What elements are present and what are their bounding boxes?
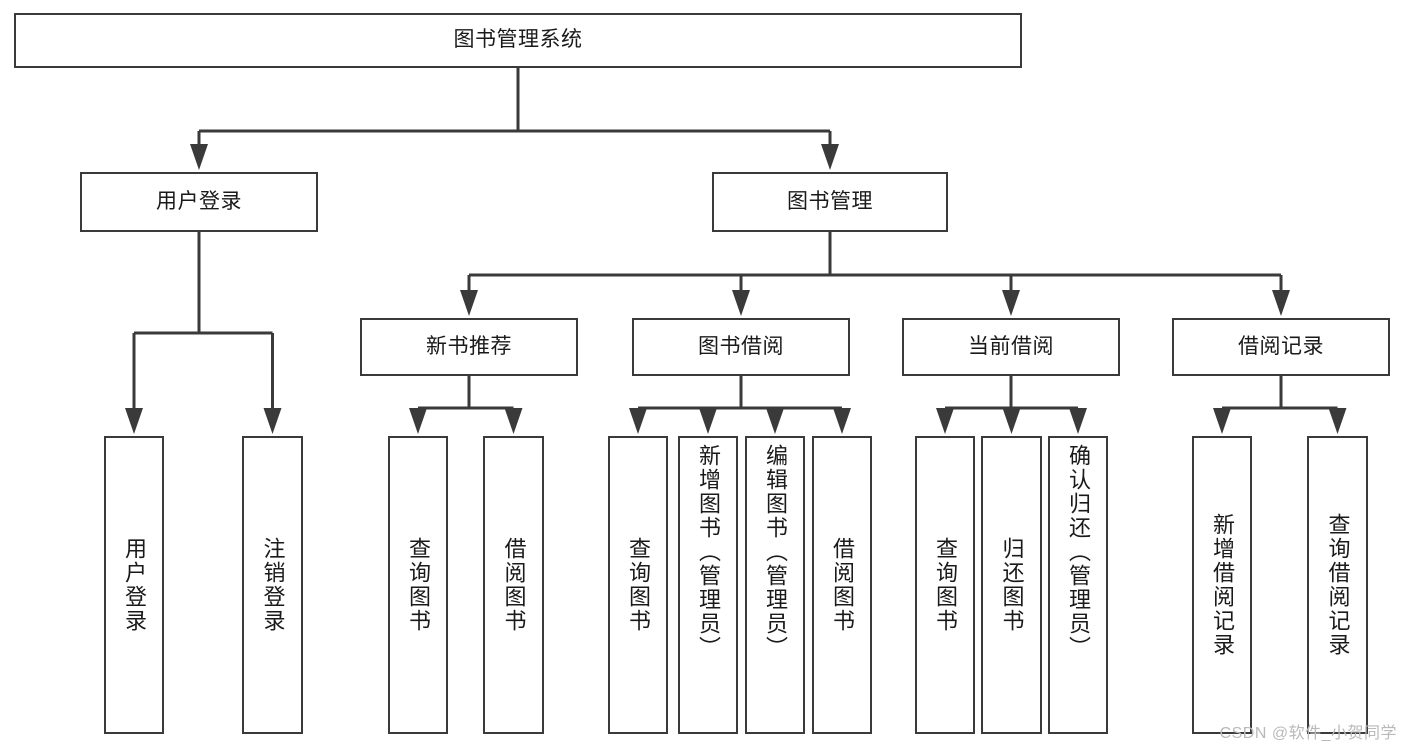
node-new-book-rec[interactable]: 新书推荐	[360, 318, 578, 376]
node-leaf-query-book-2[interactable]: 查询图书	[608, 436, 668, 734]
node-label: 查询图书	[933, 537, 958, 633]
node-book-borrow[interactable]: 图书借阅	[632, 318, 850, 376]
node-label: 借阅图书	[501, 537, 527, 633]
node-leaf-borrow-book-1[interactable]: 借阅图书	[483, 436, 544, 734]
node-leaf-borrow-book-2[interactable]: 借阅图书	[812, 436, 872, 734]
node-label: 新增图书（管理员）	[696, 444, 721, 660]
node-user-login[interactable]: 用户登录	[80, 172, 318, 232]
node-label: 编辑图书（管理员）	[763, 444, 788, 660]
node-leaf-query-book-3[interactable]: 查询图书	[915, 436, 975, 734]
node-label: 图书管理系统	[453, 28, 583, 52]
node-label: 用户登录	[156, 189, 242, 213]
node-leaf-user-login[interactable]: 用户登录	[104, 436, 164, 734]
node-label: 注销登录	[260, 537, 286, 633]
node-borrow-record[interactable]: 借阅记录	[1172, 318, 1390, 376]
node-label: 图书管理	[787, 189, 873, 213]
node-label: 借阅记录	[1238, 334, 1324, 358]
node-leaf-return-book[interactable]: 归还图书	[981, 436, 1042, 734]
node-label: 当前借阅	[968, 334, 1054, 358]
node-label: 新书推荐	[426, 334, 512, 358]
node-leaf-query-record[interactable]: 查询借阅记录	[1307, 436, 1368, 734]
node-label: 新增借阅记录	[1210, 513, 1235, 657]
watermark: CSDN @软件_小贺同学	[1219, 725, 1397, 742]
node-label: 借阅图书	[830, 537, 855, 633]
node-label: 用户登录	[122, 537, 147, 633]
node-label: 归还图书	[999, 537, 1025, 633]
node-root[interactable]: 图书管理系统	[14, 13, 1022, 68]
node-leaf-confirm-return[interactable]: 确认归还（管理员）	[1048, 436, 1108, 734]
node-label: 确认归还（管理员）	[1066, 444, 1091, 660]
node-leaf-add-record[interactable]: 新增借阅记录	[1192, 436, 1252, 734]
node-leaf-query-book-1[interactable]: 查询图书	[388, 436, 448, 734]
node-current-borrow[interactable]: 当前借阅	[902, 318, 1120, 376]
node-book-manage[interactable]: 图书管理	[712, 172, 948, 232]
node-leaf-add-book[interactable]: 新增图书（管理员）	[678, 436, 738, 734]
node-leaf-logout[interactable]: 注销登录	[242, 436, 303, 734]
node-label: 查询图书	[406, 537, 431, 633]
node-label: 查询图书	[626, 537, 651, 633]
node-leaf-edit-book[interactable]: 编辑图书（管理员）	[745, 436, 805, 734]
node-label: 查询借阅记录	[1325, 513, 1351, 657]
node-label: 图书借阅	[698, 334, 784, 358]
